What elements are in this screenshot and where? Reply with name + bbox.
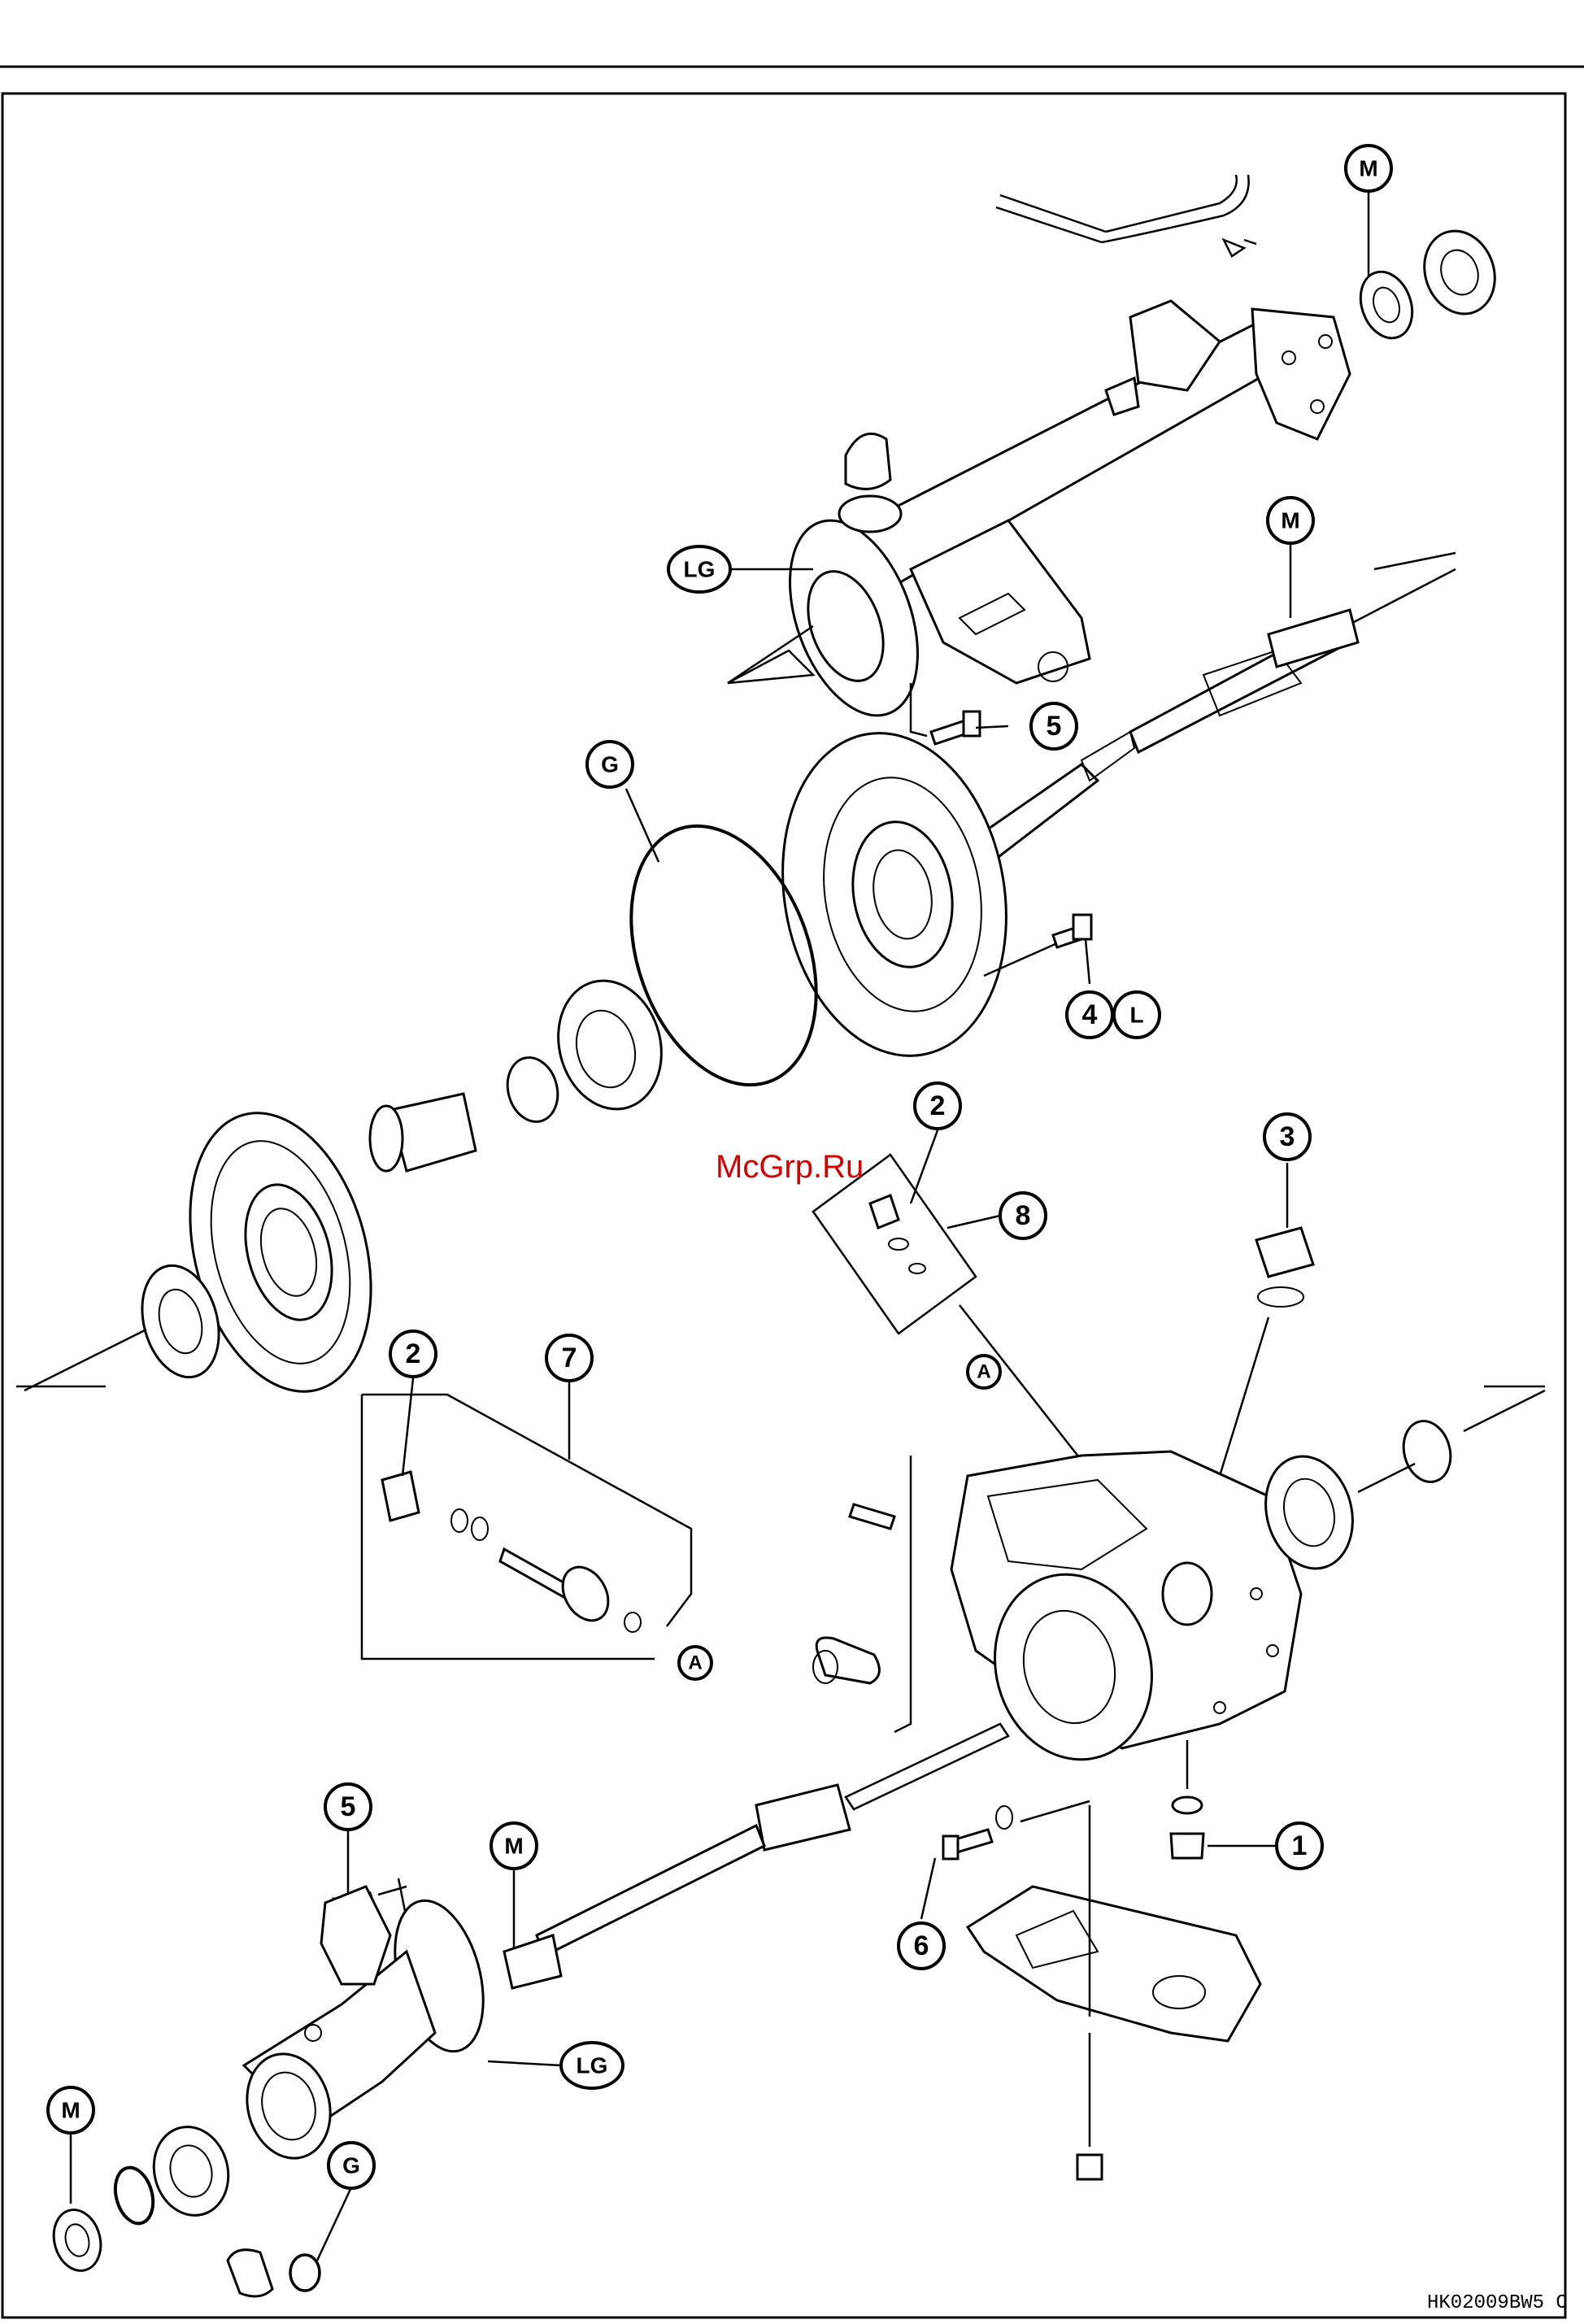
fill-hole [1163,1563,1212,1625]
svg-text:4: 4 [1082,999,1098,1030]
callout-5-bottom: 5 [325,1784,371,1830]
differential-carrier [813,1451,1301,1778]
lower-shaft-body [537,1826,764,1956]
driven-gear [554,1559,617,1629]
lower-bushing [228,2250,272,2296]
callout-lg-bottom: LG [561,2043,623,2088]
lower-oil-seal [47,2204,107,2276]
shim-ring [1397,1416,1457,1487]
carrier-bearing-upper [501,969,676,1128]
carrier-bushing [816,1638,879,1683]
callout-m-shaft-top: M [1268,498,1313,543]
svg-text:G: G [342,2153,360,2178]
svg-text:A: A [688,1652,702,1674]
svg-text:2: 2 [406,1338,421,1369]
sensor-plug [382,1472,419,1521]
svg-text:LG: LG [577,2053,608,2078]
spacer-ring [501,1052,565,1128]
callout-4: 4 [1067,992,1112,1038]
figure-code: HK02009BW5 C [1427,2292,1568,2314]
svg-text:M: M [61,2098,80,2123]
svg-text:1: 1 [1292,1830,1308,1861]
svg-text:G: G [601,752,619,777]
lower-axle-housing [236,1887,498,2168]
svg-text:5: 5 [1047,711,1062,742]
svg-text:8: 8 [1016,1200,1031,1231]
hose-clip [1224,240,1256,256]
callout-m-shaft-bottom: M [491,1823,537,1869]
svg-text:LG: LG [684,557,716,582]
driven-gear-shaft [500,1549,569,1598]
sensor-group-7 [362,1395,691,1659]
svg-text:A: A [977,1361,990,1383]
svg-text:5: 5 [341,1791,356,1822]
callout-g-bottom: G [329,2143,374,2188]
callout-8: 8 [1000,1193,1046,1238]
callout-m-bottom: M [48,2087,94,2133]
bump-stop [846,433,890,489]
watermark: McGrp.Ru [716,1149,864,1185]
lower-bearing [144,2118,237,2224]
sensor-group-8 [813,1155,1094,1476]
callout-m-top: M [1346,146,1391,191]
bolt-5-upper [911,683,980,744]
callout-1: 1 [1277,1823,1322,1869]
svg-text:M: M [504,1834,523,1859]
svg-text:7: 7 [562,1343,577,1373]
stud [850,1504,894,1529]
callout-lg-top: LG [668,546,730,592]
carrier-bearing-right [1254,1386,1545,1578]
vent-hose [996,175,1249,242]
lower-shaft-spline-outer [504,1935,561,1988]
svg-text:3: 3 [1280,1121,1295,1152]
svg-text:2: 2 [930,1090,946,1121]
svg-text:M: M [1359,156,1377,181]
upper-oil-seal [1351,264,1421,345]
callout-5-top: 5 [1031,703,1077,749]
snap-ring [110,2163,159,2227]
axle-tube-flange [1252,309,1350,439]
callout-a-left: A [679,1647,711,1679]
upper-bearing [1413,221,1507,324]
svg-text:L: L [1129,1003,1143,1028]
callout-6: 6 [899,1923,944,1969]
callout-3: 3 [1264,1114,1310,1160]
skid-plate [968,1805,1260,2179]
upper-axle-housing [728,175,1506,733]
bump-stop-seat [839,496,901,532]
lower-shaft-spline-inner [756,1785,850,1850]
callout-2-left: 2 [390,1331,436,1377]
callout-7: 7 [546,1335,592,1381]
callout-2-top: 2 [915,1083,960,1129]
svg-text:M: M [1281,508,1299,533]
skid-plate-bolt [1077,2155,1102,2179]
callout-a-mid: A [968,1356,1000,1388]
axle-tube [838,321,1309,585]
lower-bracket [321,1887,390,1984]
callout-g-top: G [587,742,633,787]
carrier-cover [758,716,1057,1074]
svg-text:6: 6 [914,1930,929,1961]
callout-l: L [1114,992,1160,1038]
bolt-6 [943,1801,1090,1859]
plug-1 [1171,1740,1203,1858]
lower-o-ring [290,2255,320,2291]
